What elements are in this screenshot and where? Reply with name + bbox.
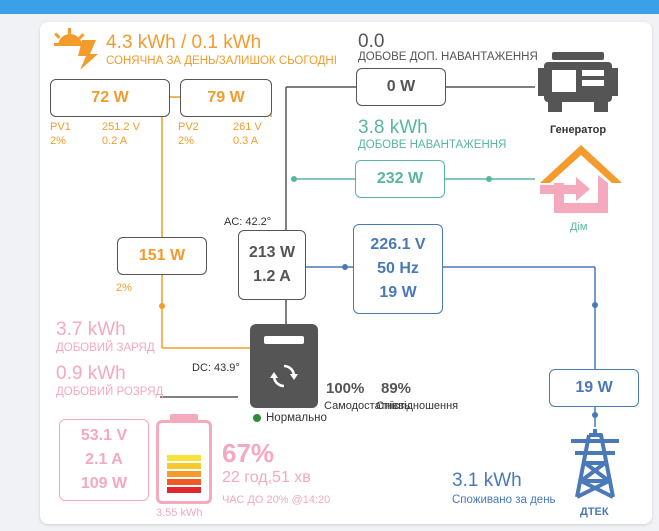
home-icon <box>540 145 622 213</box>
inverter-power: 213 W <box>248 244 296 261</box>
pv2-name: PV2 <box>178 121 199 133</box>
battery-level-bar <box>167 471 201 477</box>
battery-charge-label: ДОБОВИЙ ЗАРЯД <box>56 342 155 354</box>
grid-frequency: 50 Hz <box>377 260 419 277</box>
inverter-current: 1.2 A <box>253 268 291 285</box>
battery-icon <box>156 420 212 504</box>
battery-time-remaining: 22 год,51 хв <box>222 469 311 486</box>
status-indicator <box>253 414 261 422</box>
home-load-daily-value: 3.8 kWh <box>358 117 428 138</box>
solar-total-percent: 2% <box>116 282 132 294</box>
pv2-current: 0.3 A <box>233 135 259 147</box>
pv1-percent: 2% <box>50 135 66 147</box>
grid-power: 19 W <box>379 284 417 301</box>
battery-capacity: 3.55 kWh <box>156 507 203 519</box>
battery-level-bar <box>167 455 201 461</box>
inverter-status: Нормально <box>266 412 327 424</box>
home-load-daily-label: ДОБОВЕ НАВАНТАЖЕННЯ <box>358 139 507 151</box>
aux-load-power-box: 0 W <box>356 68 446 106</box>
power-flow-card: 4.3 kWh / 0.1 kWh СОНЯЧНА ЗА ДЕНЬ/ЗАЛИШО… <box>40 22 652 524</box>
ratio-label: Співвідношення <box>376 400 459 412</box>
pv2-percent: 2% <box>178 135 194 147</box>
pv2-power-box: 79 W <box>180 79 272 117</box>
self-sufficiency-label: Самодостатність <box>324 400 411 412</box>
battery-level-bars <box>167 431 201 493</box>
generator-icon <box>538 52 618 112</box>
battery-current: 2.1 A <box>85 451 123 468</box>
grid-daily-label: Споживано за день <box>452 494 556 506</box>
pv2-voltage: 261 V <box>233 121 262 133</box>
pv1-voltage: 251.2 V <box>102 121 140 133</box>
battery-level-bar <box>167 431 201 437</box>
home-load-power-box: 232 W <box>355 160 445 198</box>
battery-discharge-value: 0.9 kWh <box>56 363 126 384</box>
generator-label: Генератор <box>550 124 607 136</box>
battery-level-bar <box>167 439 201 445</box>
inverter-ac-temp: AC: 42.2° <box>224 216 272 228</box>
grid-daily-value: 3.1 kWh <box>452 470 522 491</box>
grid-name: ДТЕК <box>580 506 609 518</box>
battery-level-bar <box>167 487 201 493</box>
ratio-value: 89% <box>381 380 412 397</box>
home-label: Дім <box>570 221 588 233</box>
battery-charge-value: 3.7 kWh <box>56 319 126 340</box>
battery-level-bar <box>167 479 201 485</box>
battery-soc: 67% <box>222 438 275 468</box>
battery-terminal <box>170 414 198 420</box>
aux-load-daily-value: 0.0 <box>358 31 385 52</box>
battery-discharge-label: ДОБОВИЙ РОЗРЯД <box>56 386 164 398</box>
pylon-icon <box>571 429 619 499</box>
grid-meter-power-box: 19 W <box>549 369 639 407</box>
pv1-name: PV1 <box>50 121 71 133</box>
grid-info-box: 226.1 V 50 Hz 19 W <box>353 224 443 314</box>
battery-info-box: 53.1 V 2.1 A 109 W <box>59 419 149 501</box>
battery-level-bar <box>167 447 201 453</box>
solar-daily-value: 4.3 kWh / 0.1 kWh <box>106 32 262 53</box>
inverter-output-box: 213 W 1.2 A <box>238 230 306 300</box>
inverter-dc-temp: DC: 43.9° <box>192 362 240 374</box>
solar-total-power-box: 151 W <box>117 237 207 275</box>
sun-icon <box>54 28 98 70</box>
solar-daily-label: СОНЯЧНА ЗА ДЕНЬ/ЗАЛИШОК СЬОГОДНІ <box>106 55 337 67</box>
pv1-current: 0.2 A <box>102 135 128 147</box>
battery-level-bar <box>167 463 201 469</box>
grid-voltage: 226.1 V <box>370 236 426 253</box>
self-sufficiency-value: 100% <box>326 380 365 397</box>
battery-power: 109 W <box>80 475 128 492</box>
inverter-icon <box>250 324 318 408</box>
top-bar <box>0 0 659 14</box>
aux-load-daily-label: ДОБОВЕ ДОП. НАВАНТАЖЕННЯ <box>358 51 538 63</box>
pv1-power-box: 72 W <box>50 79 170 117</box>
battery-time-label: ЧАС ДО 20% @14:20 <box>222 494 331 506</box>
battery-voltage: 53.1 V <box>80 427 128 444</box>
